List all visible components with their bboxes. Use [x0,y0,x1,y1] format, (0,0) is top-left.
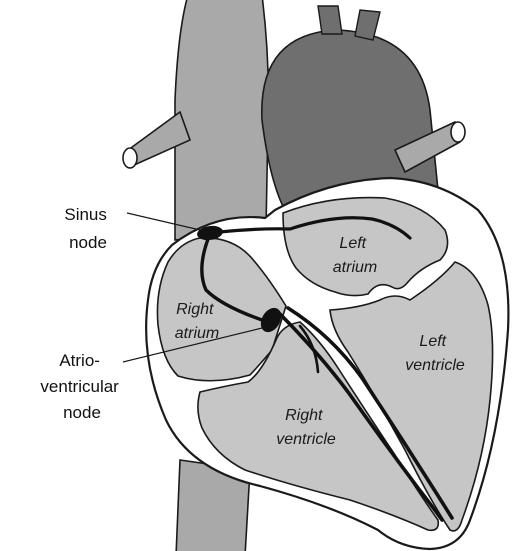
vena-cava [175,0,268,240]
label-line: ventricle [405,357,465,374]
vessel-opening-left [123,148,137,168]
label-line: Left [419,333,446,350]
label-line: ventricular [40,377,119,396]
label-line: Right [176,301,214,318]
aortic-arch-vessel-1 [318,6,342,34]
vessel-opening-right [451,122,465,142]
av-node-label: Atrio- ventricular node [40,351,123,422]
label-line: atrium [175,325,219,342]
label-line: Sinus [64,205,107,224]
label-line: node [69,233,107,252]
sinus-node-label: Sinus node [64,205,111,252]
label-line: atrium [333,259,377,276]
label-line: node [63,403,101,422]
label-line: Atrio- [59,351,100,370]
label-line: Right [285,407,323,424]
aortic-arch-vessel-2 [355,10,380,40]
label-line: ventricle [276,431,336,448]
label-line: Left [339,235,366,252]
